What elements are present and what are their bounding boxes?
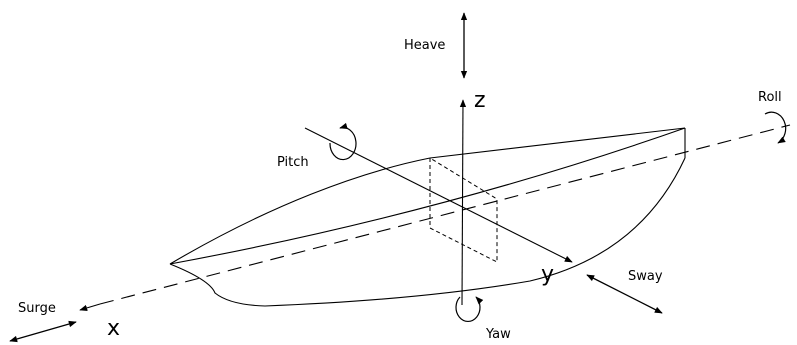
center-box [429,157,498,263]
hull-bottom [169,157,686,307]
heave-label: Heave [404,38,446,53]
x-axis [79,124,791,311]
sway-label: Sway [628,269,663,284]
pitch-label: Pitch [277,155,309,170]
z-axis-label: z [474,88,486,113]
yaw-rotation-arrow [455,296,484,323]
roll-rotation-arrow [764,111,787,144]
x-axis-label: x [107,316,121,341]
yaw-label: Yaw [486,327,511,342]
hull-deck-edge [169,127,686,265]
roll-label: Roll [758,90,782,105]
sway-arrow [586,274,663,314]
hull-upper-line [169,127,686,265]
y-axis [304,127,573,263]
hull-outline [169,127,686,307]
z-axis [459,99,467,306]
y-axis-label: y [541,262,555,287]
surge-arrow [9,320,77,343]
surge-label: Surge [18,301,56,316]
pitch-rotation-arrow [329,122,357,161]
